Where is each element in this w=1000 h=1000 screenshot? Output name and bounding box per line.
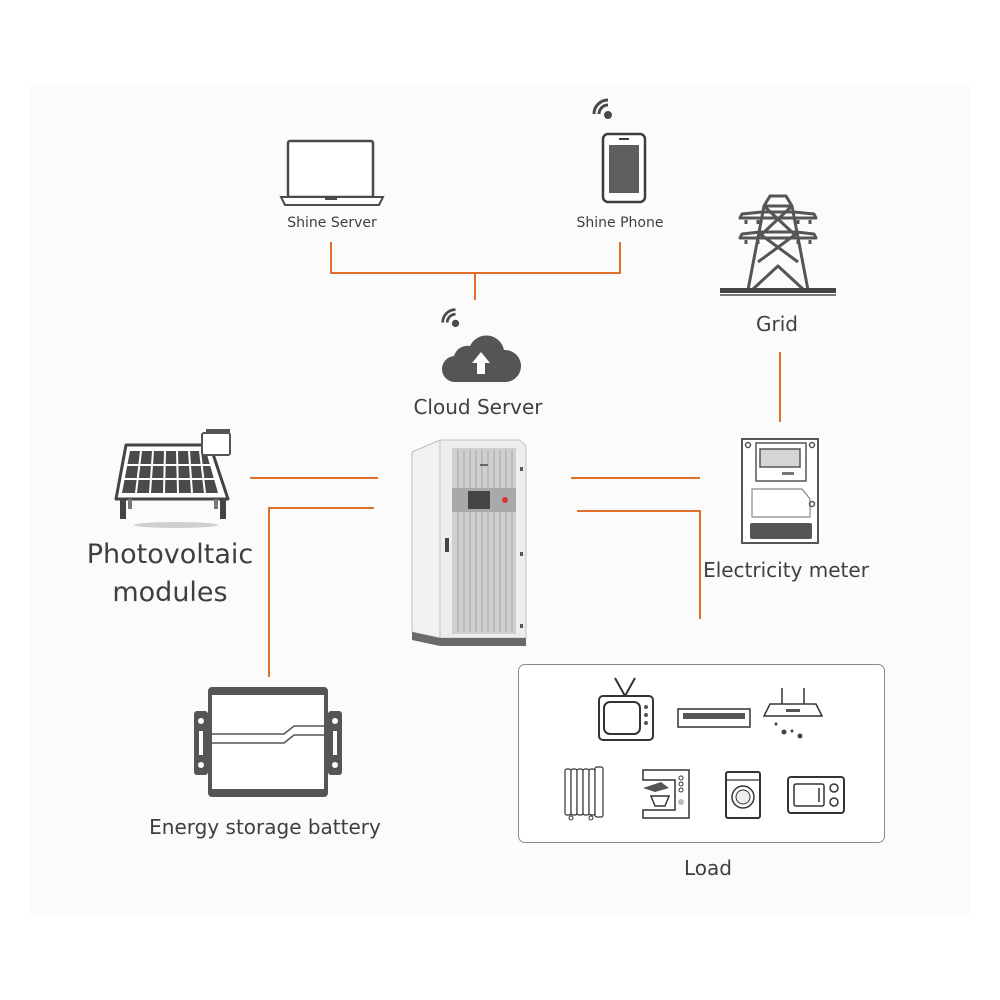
edge-battery-vertical <box>268 507 270 677</box>
load-label: Load <box>684 856 732 880</box>
electricity-meter-label: Electricity meter <box>703 558 869 582</box>
battery-pack-icon <box>194 687 342 797</box>
electricity-meter-icon <box>741 438 819 544</box>
edge-cloud-vertical <box>474 272 476 300</box>
battery-label: Energy storage battery <box>149 815 381 839</box>
photovoltaic-label-line1: Photovoltaic <box>86 539 254 570</box>
wifi-icon <box>441 308 460 328</box>
edge-shine-server-vertical <box>330 242 332 274</box>
television-icon <box>598 677 654 741</box>
microwave-icon <box>787 776 845 814</box>
edge-grid-to-meter <box>779 352 781 422</box>
transmission-tower-icon <box>720 194 836 296</box>
edge-shine-phone-vertical <box>619 242 621 274</box>
coffee-machine-icon <box>642 769 690 819</box>
edge-load-horizontal <box>577 510 701 512</box>
solar-panel-icon <box>114 429 231 528</box>
washing-machine-icon <box>725 771 761 819</box>
photovoltaic-label-line2: modules <box>112 577 228 608</box>
edge-pv-to-cabinet <box>250 477 378 479</box>
energy-storage-cabinet-icon <box>411 439 527 646</box>
shine-server-label: Shine Server <box>287 215 377 231</box>
cloud-upload-icon <box>441 335 522 383</box>
air-conditioner-icon <box>677 708 751 728</box>
wifi-icon <box>592 98 612 119</box>
edge-load-vertical <box>699 510 701 619</box>
range-hood-icon <box>762 688 824 739</box>
cloud-server-label: Cloud Server <box>413 395 543 419</box>
laptop-icon <box>279 139 385 206</box>
edge-cabinet-to-meter <box>571 477 700 479</box>
edge-battery-horizontal <box>268 507 374 509</box>
smartphone-icon <box>601 132 647 204</box>
grid-label: Grid <box>756 312 798 336</box>
oil-heater-icon <box>564 766 604 821</box>
shine-phone-label: Shine Phone <box>576 215 664 231</box>
